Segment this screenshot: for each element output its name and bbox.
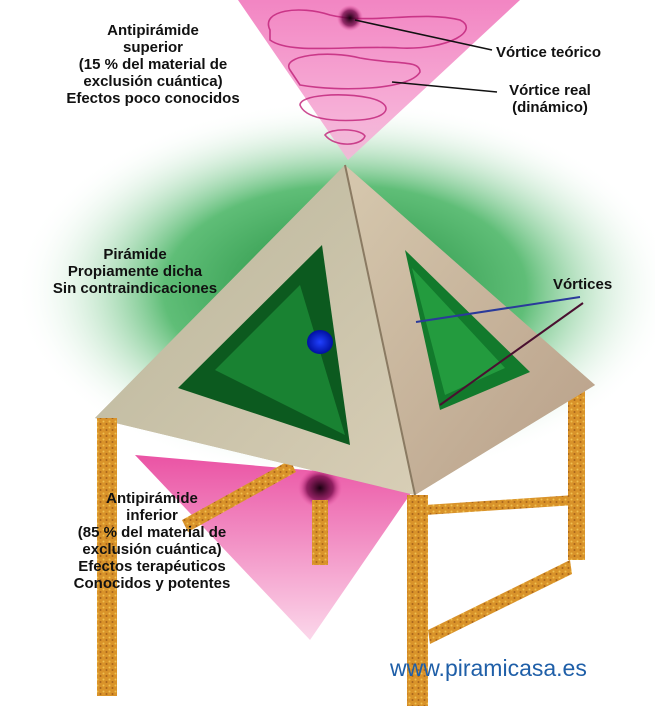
leg-back-right [568, 390, 585, 560]
pyramid-front-edge [344, 164, 416, 496]
callout-vortex-theoretical [354, 19, 493, 51]
crossbar-front-right [428, 560, 572, 644]
callout-vortex-real [391, 81, 498, 93]
website-url: www.piramicasa.es [390, 655, 587, 681]
label-vortex-theoretical: Vórtice teórico [496, 44, 602, 61]
label-vortex-real: Vórtice real (dinámico) [509, 82, 591, 116]
callout-vortices-upper [415, 296, 581, 323]
leg-front-middle [407, 495, 428, 706]
lower-vortex-core [298, 468, 342, 508]
theoretical-vortex-core [337, 5, 363, 31]
window-right-inner [412, 268, 505, 395]
crossbar-back-left [182, 460, 296, 532]
pyramid-vortex-blue [307, 330, 333, 354]
lower-antipyramid [135, 455, 420, 640]
label-vortices: Vórtices [553, 276, 613, 293]
leg-back-middle [312, 500, 328, 565]
label-lower-antipyramid: Antipirámide inferior (85 % del material… [73, 490, 231, 592]
real-vortex-swirl [267, 9, 467, 145]
window-left-inner [215, 285, 345, 435]
label-upper-antipyramid: Antipirámide superior (15 % del material… [66, 22, 240, 107]
leg-front-left [97, 418, 117, 696]
crossbar-back-right [425, 495, 575, 515]
callout-vortices-lower [439, 302, 584, 406]
label-pyramid: Pirámide Propiamente dicha Sin contraind… [52, 246, 218, 297]
